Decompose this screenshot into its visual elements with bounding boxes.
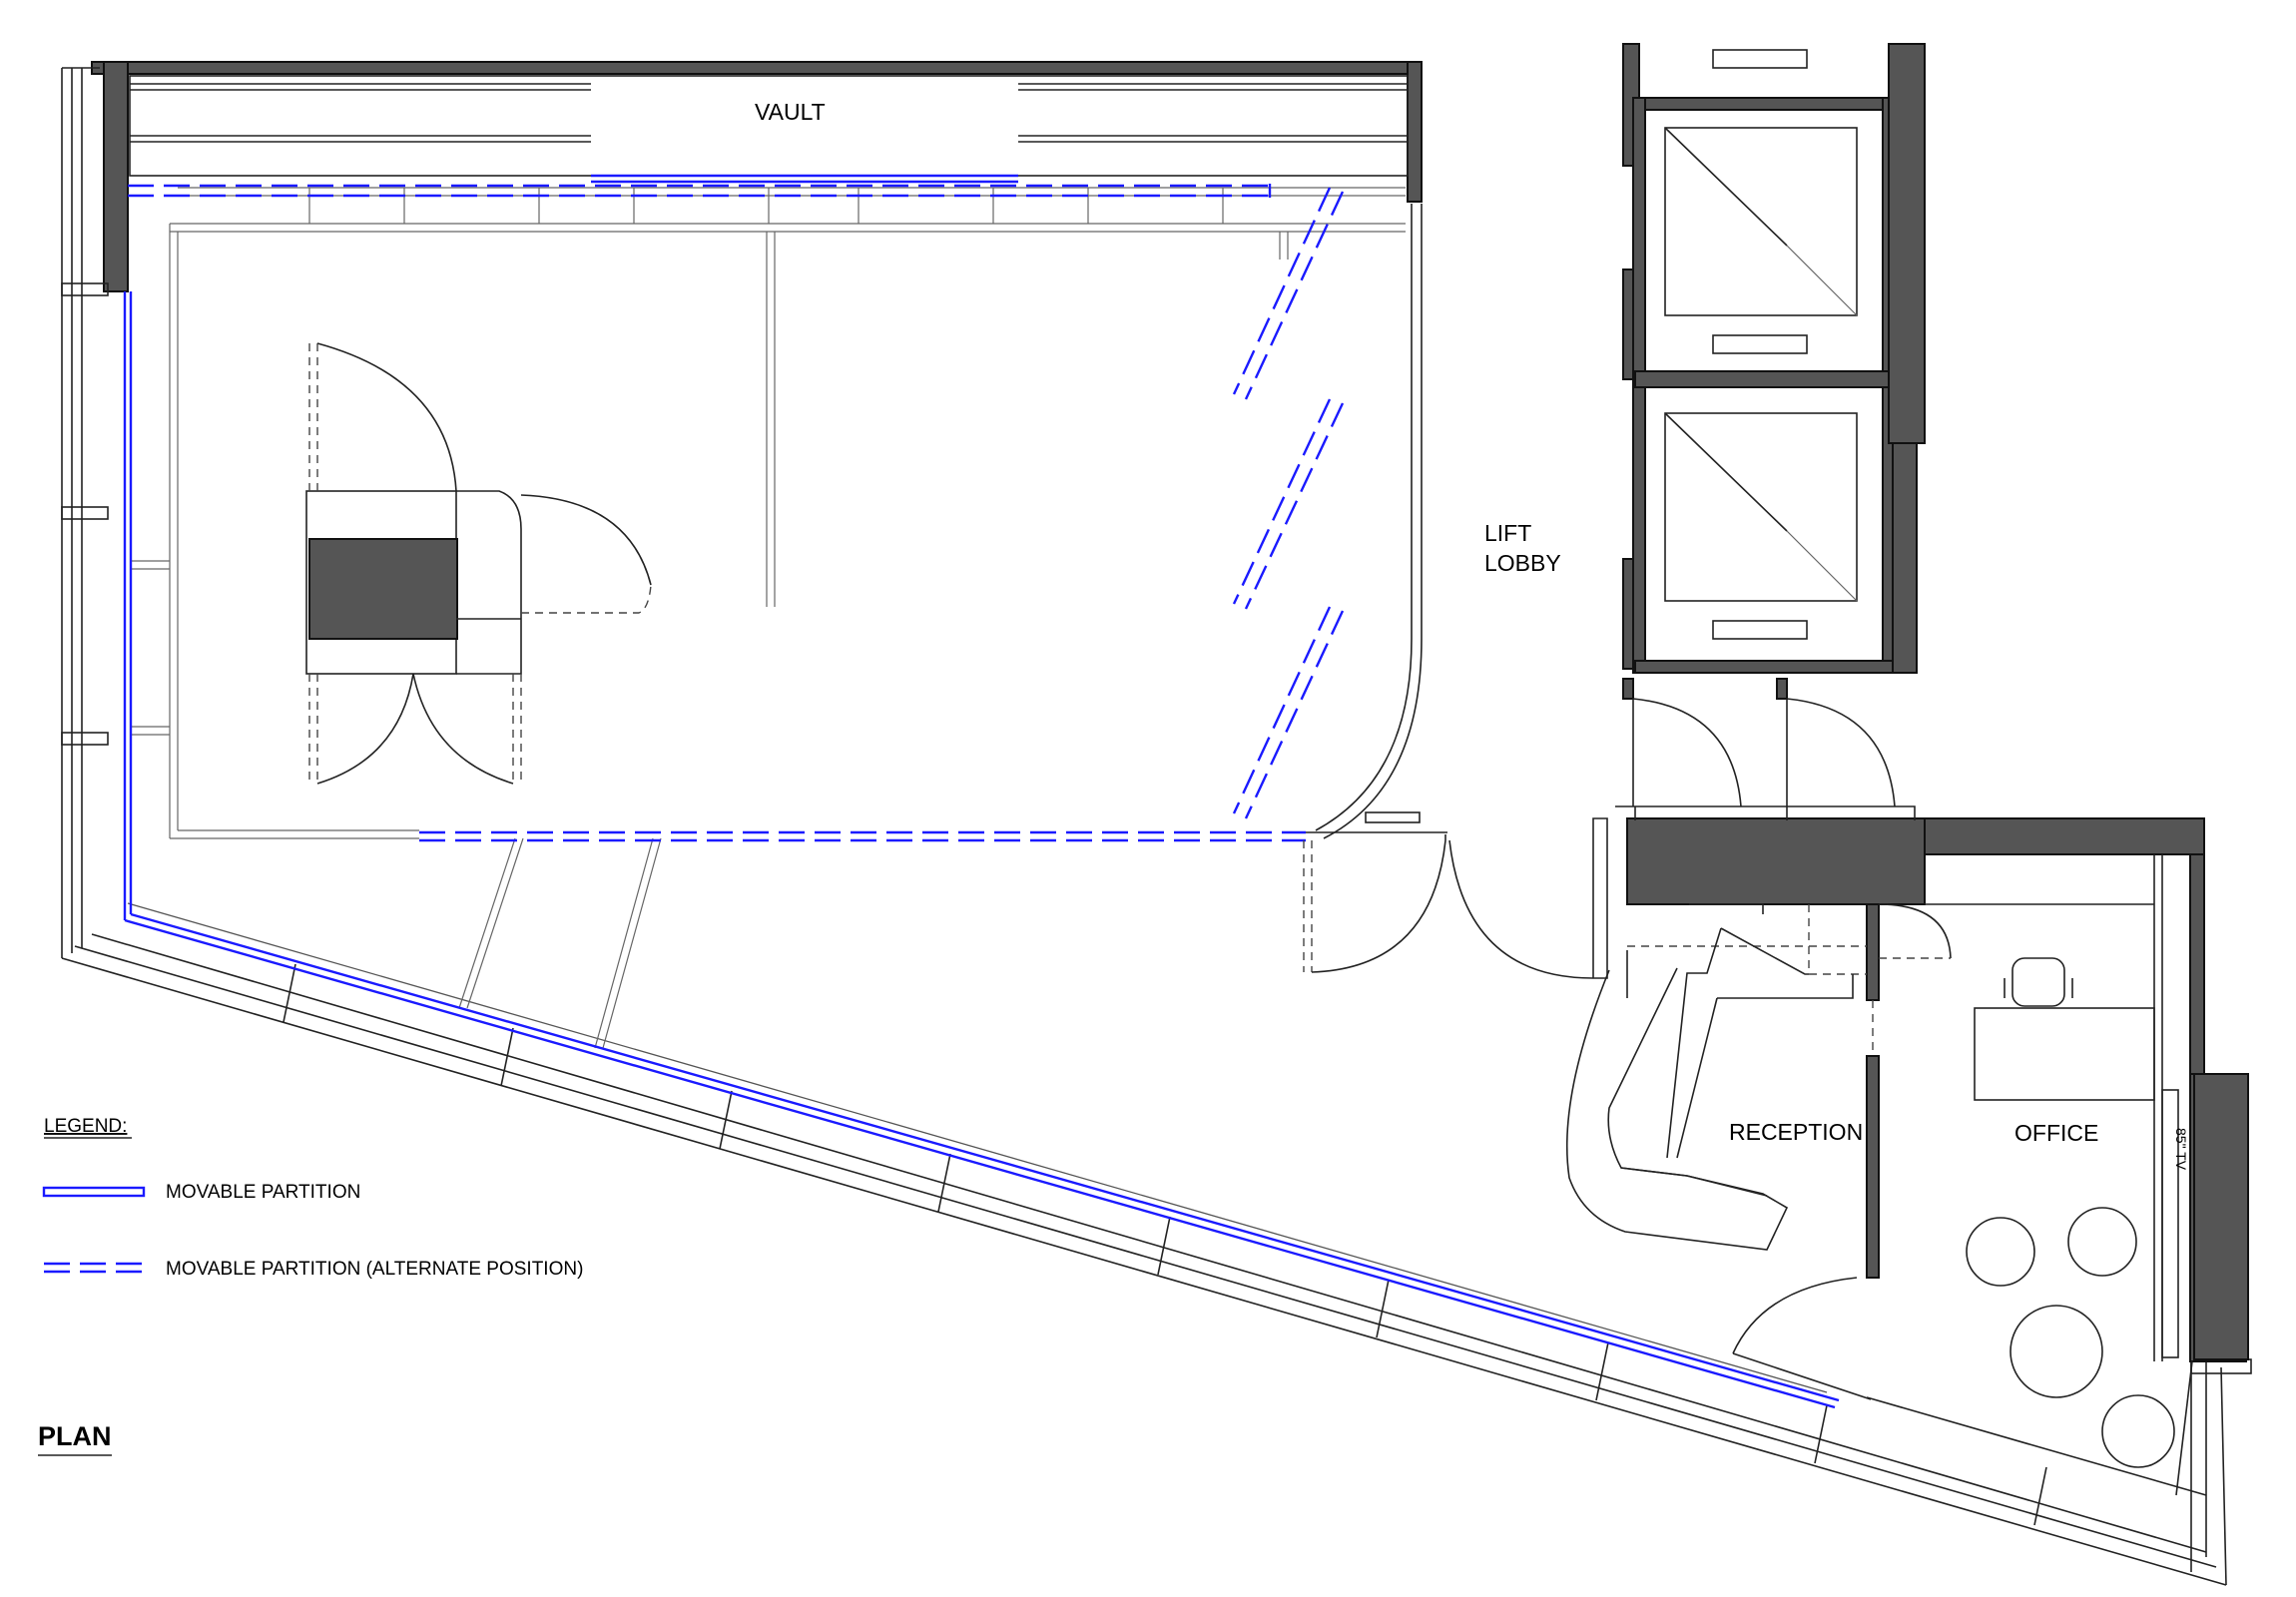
tv-label: 85" TV [2173,1128,2189,1171]
office-desk-chair [2004,957,2073,1007]
lift-lobby-label-2: LOBBY [1484,550,1561,576]
mullions [283,963,2047,1526]
legend-item-movable: MOVABLE PARTITION [42,1182,360,1203]
plan-title: PLAN [38,1421,112,1451]
office-label: OFFICE [2014,1120,2098,1146]
legend: LEGEND: MOVABLE PARTITION MOVABLE PARTIT… [42,1116,583,1280]
round-table [2009,1305,2103,1398]
vault: VAULT [129,75,1409,177]
main-room [130,187,1447,1049]
entrance-doors [1303,817,1608,979]
lounge-chair [1966,1217,2035,1287]
lift-lobby-label-1: LIFT [1484,520,1531,546]
ceiling-grid [178,187,1406,224]
lounge-chair [2067,1207,2137,1277]
alt-diagonal-partitions [1232,187,1345,819]
legend-title: LEGEND: [44,1116,127,1137]
perimeter-walls [61,61,2252,1586]
legend-movable-label: MOVABLE PARTITION [166,1182,360,1203]
legend-movable-alt-label: MOVABLE PARTITION (ALTERNATE POSITION) [166,1259,583,1280]
legend-item-movable-alt: MOVABLE PARTITION (ALTERNATE POSITION) [44,1259,583,1280]
kiosk-unit [305,342,652,785]
movable-partitions [123,174,1840,1409]
lift-core: LIFT LOBBY [1484,43,1926,807]
reception-office-block: RECEPTION OFFICE 85" TV [1565,805,2249,1496]
vault-label: VAULT [755,99,826,125]
lounge-chair [2101,1394,2175,1468]
reception-label: RECEPTION [1729,1119,1863,1145]
